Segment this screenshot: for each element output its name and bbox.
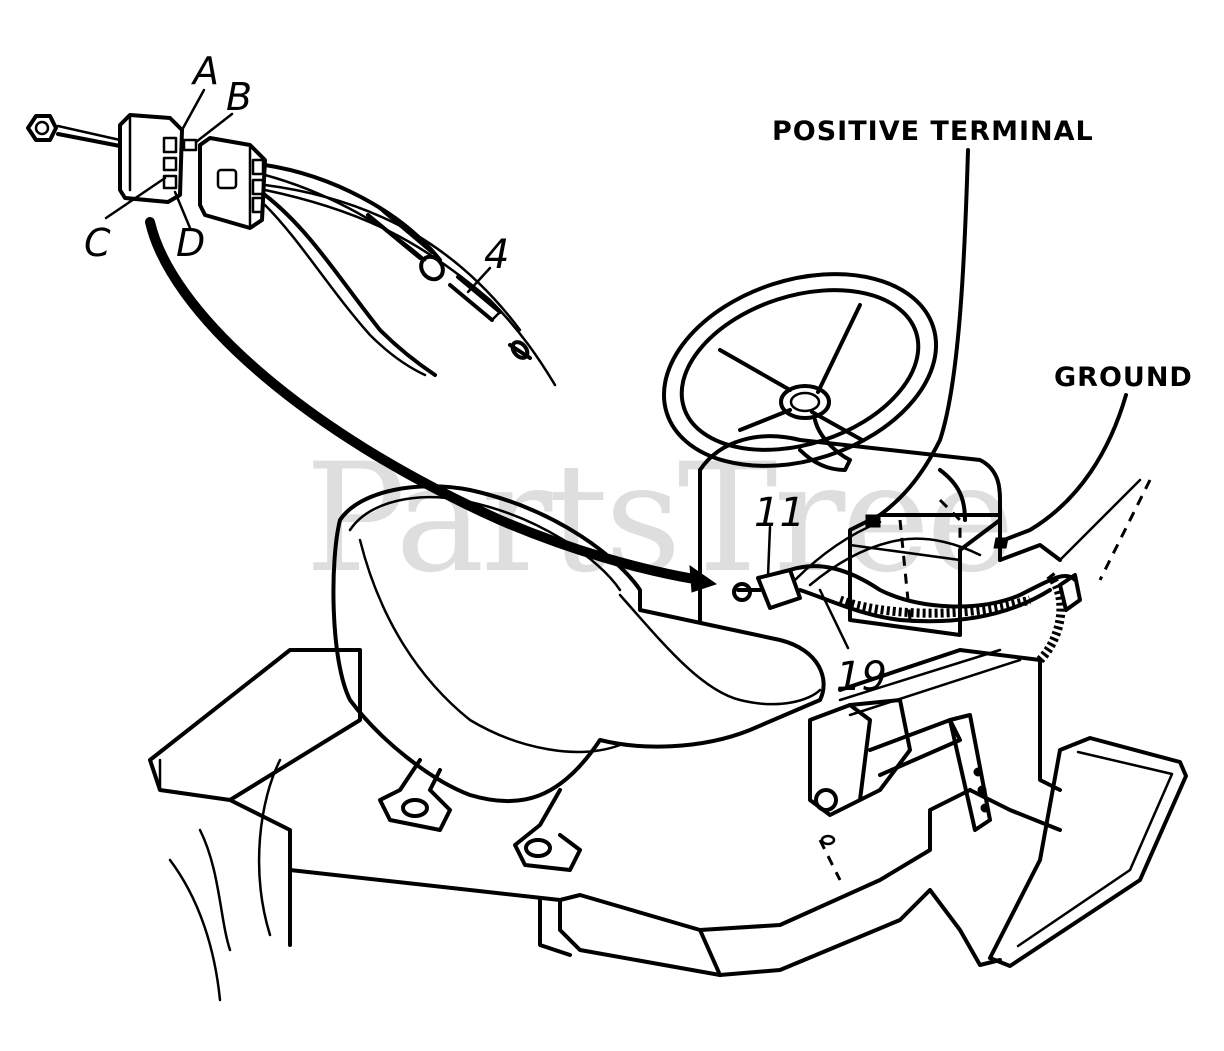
- left-fender: [148, 648, 362, 802]
- seat: [331, 484, 826, 872]
- terminal-b-label: B: [226, 75, 252, 119]
- part-19-label: 19: [836, 654, 887, 700]
- leader-4: [466, 266, 492, 294]
- seat-mount-left: [378, 758, 452, 832]
- seat-mount-right: [513, 788, 582, 872]
- terminal-d-label: D: [176, 221, 205, 265]
- positive-terminal-leader: [878, 148, 970, 517]
- leader-19: [818, 588, 850, 650]
- tractor-body: [148, 434, 1188, 1002]
- leader-c: [104, 176, 167, 220]
- switch-detail: [26, 88, 557, 387]
- ignition-switch-body: [118, 113, 198, 204]
- fuse-holder: [366, 206, 532, 360]
- leader-b: [194, 112, 234, 144]
- leader-11: [766, 525, 772, 578]
- footrest: [988, 736, 1188, 968]
- detail-arrow: [145, 217, 718, 593]
- nut-icon: [26, 114, 58, 142]
- ignition-switch-installed: [732, 514, 1082, 664]
- switch-connector-plug: [198, 136, 267, 230]
- positive-terminal-label: POSITIVE TERMINAL: [772, 116, 1094, 147]
- steering-wheel: [661, 272, 939, 472]
- leader-a: [180, 88, 206, 132]
- ground-leader: [1002, 393, 1128, 542]
- switch-shaft: [56, 132, 122, 148]
- wire-harness: [263, 163, 442, 262]
- linkage: [808, 648, 1022, 832]
- ground-label: GROUND: [1054, 362, 1193, 393]
- battery: [848, 513, 1002, 637]
- terminal-a-label: A: [190, 49, 219, 93]
- leader-d: [173, 190, 192, 230]
- part-4-label: 4: [484, 232, 509, 278]
- terminal-c-label: C: [84, 221, 111, 265]
- part-11-label: 11: [754, 490, 805, 536]
